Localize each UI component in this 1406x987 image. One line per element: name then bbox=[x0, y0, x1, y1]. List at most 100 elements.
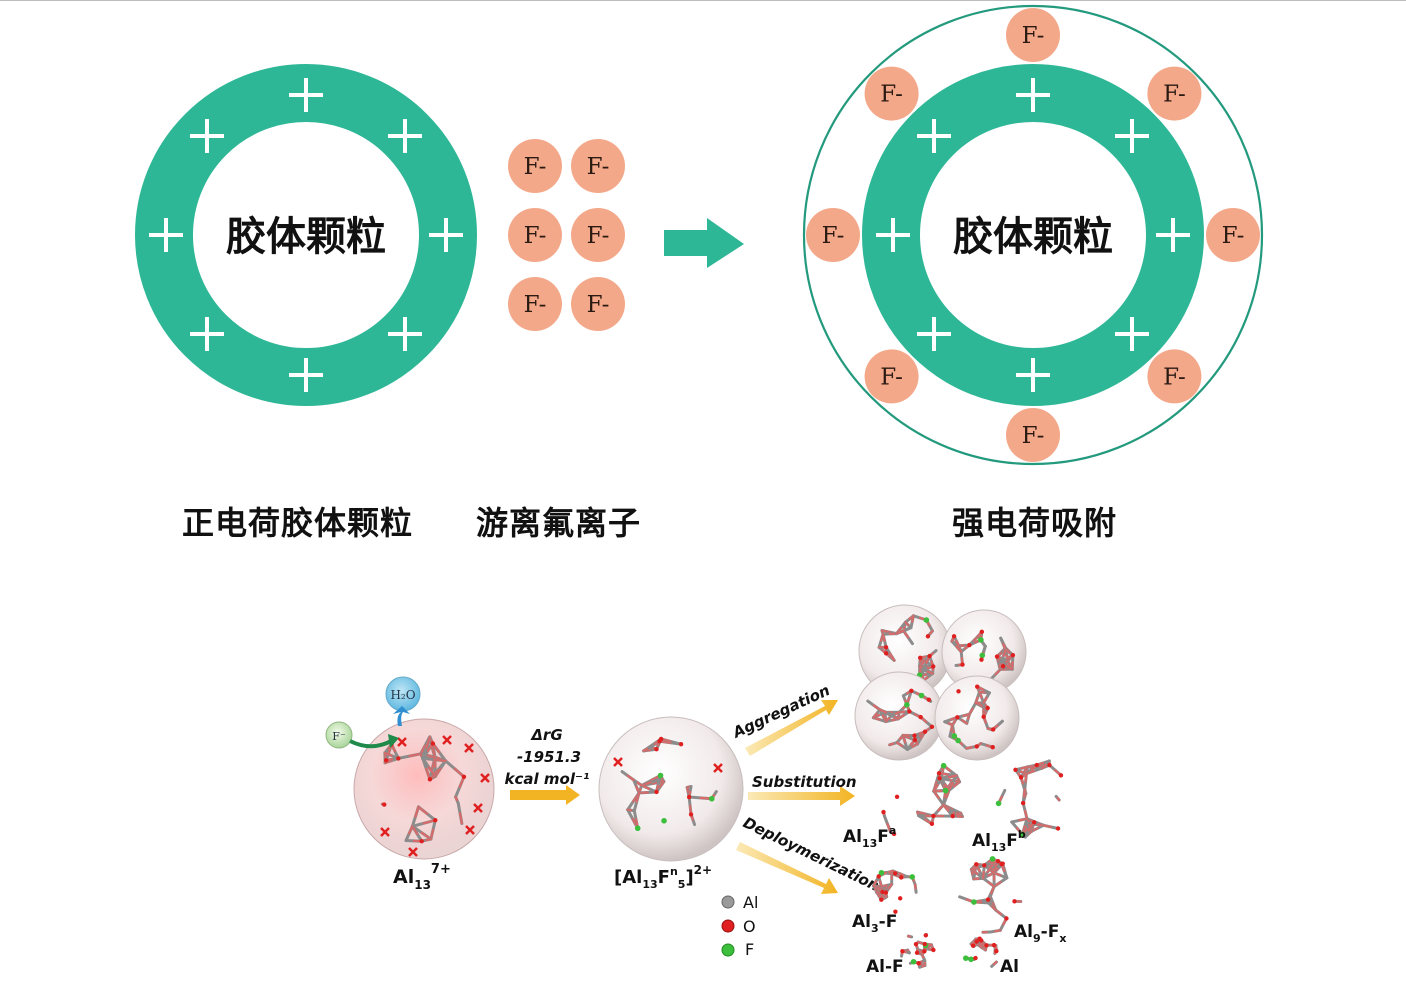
ion-label: F- bbox=[880, 82, 903, 108]
al13fb-label: Al13Fb bbox=[972, 828, 1026, 854]
al13-label: Al137+ bbox=[393, 862, 451, 892]
caption-free-ions: 游离氟离子 bbox=[476, 504, 642, 542]
fluoride-ion: F- bbox=[571, 208, 625, 262]
energy-unit: kcal mol⁻¹ bbox=[505, 770, 590, 788]
complex-label: [Al13Fn5]2+ bbox=[614, 863, 712, 891]
plus-sign bbox=[190, 119, 225, 154]
top-border bbox=[0, 0, 1406, 1]
plus-sign bbox=[387, 316, 422, 351]
fluoride-ion: F- bbox=[1206, 208, 1260, 262]
charge-cross bbox=[473, 803, 483, 813]
plus-sign bbox=[289, 78, 323, 112]
plus-sign bbox=[876, 218, 910, 252]
al-label: Al bbox=[1000, 957, 1019, 977]
charge-cross bbox=[465, 825, 475, 835]
fluoride-ion: F- bbox=[1006, 408, 1060, 462]
plus-sign bbox=[1114, 119, 1149, 154]
aggregation-arrow bbox=[745, 700, 838, 756]
fluoride-ion: F- bbox=[508, 208, 562, 262]
process-arrow bbox=[664, 218, 744, 268]
adsorption-shell bbox=[802, 4, 1264, 466]
particle-label: 胶体颗粒 bbox=[226, 214, 386, 260]
fluoride-ion: F- bbox=[1147, 66, 1202, 121]
stick-model bbox=[620, 736, 718, 832]
cluster-charges bbox=[380, 735, 490, 857]
caption-positive-particle: 正电荷胶体颗粒 bbox=[182, 504, 414, 542]
legend-al: Al bbox=[743, 893, 758, 912]
ion-label: F- bbox=[587, 154, 610, 180]
reaction-arrow bbox=[510, 785, 580, 805]
aggregated-clusters bbox=[854, 604, 1027, 761]
ion-label: F- bbox=[1022, 23, 1045, 49]
fluoride-ion bbox=[325, 721, 353, 749]
aggregated-sphere bbox=[858, 604, 952, 698]
particle-label: 胶体颗粒 bbox=[953, 214, 1113, 260]
al13f5-complex bbox=[598, 716, 744, 862]
fluoride-ion: F- bbox=[864, 66, 919, 121]
ion-label: F- bbox=[524, 154, 547, 180]
fluoride-ion: F- bbox=[864, 349, 919, 404]
legend-al-dot bbox=[721, 895, 735, 909]
product-structures bbox=[872, 759, 1064, 969]
ion-label: F- bbox=[1022, 423, 1045, 449]
plus-sign bbox=[1016, 358, 1050, 392]
substitution-arrow bbox=[748, 786, 855, 806]
water-label: H₂O bbox=[390, 688, 415, 702]
ion-label: F- bbox=[524, 292, 547, 318]
deploymerization-arrow bbox=[736, 842, 838, 894]
aggregated-sphere bbox=[934, 675, 1020, 761]
al3f-label: Al3-F bbox=[852, 912, 897, 935]
plus-sign bbox=[1016, 78, 1050, 112]
complex-sphere bbox=[598, 716, 744, 862]
fluoride-ion: F- bbox=[508, 277, 562, 331]
stick-model bbox=[872, 869, 918, 914]
charge-cross bbox=[480, 773, 490, 783]
stick-model bbox=[380, 735, 467, 844]
adsorbed-colloid-particle: 胶体颗粒 F- F- F- F- F- F- F- F- bbox=[802, 4, 1264, 466]
stick-model bbox=[866, 688, 935, 751]
plus-sign bbox=[1114, 316, 1149, 351]
complex-framework bbox=[620, 736, 718, 832]
caption-adsorption: 强电荷吸附 bbox=[952, 504, 1118, 542]
fluoride-ion: F- bbox=[1006, 8, 1060, 62]
plus-sign bbox=[917, 119, 952, 154]
positive-charges bbox=[876, 78, 1190, 392]
plus-sign bbox=[917, 316, 952, 351]
positive-colloid-particle: 胶体颗粒 bbox=[135, 64, 477, 406]
ion-label: F- bbox=[822, 223, 845, 249]
charge-cross bbox=[713, 763, 723, 773]
charge-cross bbox=[397, 737, 407, 747]
ion-label: F- bbox=[880, 364, 903, 390]
aggregated-sphere bbox=[854, 671, 944, 761]
charge-cross bbox=[613, 757, 623, 767]
fluoride-ion: F- bbox=[1147, 349, 1202, 404]
fluoride-label: F⁻ bbox=[332, 730, 346, 743]
legend-o-dot bbox=[721, 919, 735, 933]
energy-delta-g: ΔrG bbox=[530, 726, 562, 744]
adsorbed-fluoride-ions: F- F- F- F- F- F- F- F- bbox=[806, 8, 1260, 462]
stick-model bbox=[900, 933, 936, 969]
fluoride-ion: F- bbox=[571, 277, 625, 331]
plus-sign bbox=[387, 119, 422, 154]
charge-cross bbox=[408, 847, 418, 857]
water-release-arrow bbox=[393, 706, 410, 726]
plus-sign bbox=[289, 358, 323, 392]
cluster-sphere bbox=[353, 718, 495, 860]
aggregated-sphere bbox=[941, 609, 1027, 695]
al13fa-label: Al13Fa bbox=[843, 824, 896, 850]
fluoride-ion: F- bbox=[806, 208, 860, 262]
fluoride-attach-arrowhead bbox=[388, 734, 399, 748]
plus-sign bbox=[149, 218, 183, 252]
fluoride-ion: F- bbox=[508, 139, 562, 193]
legend-f: F bbox=[745, 940, 754, 959]
stick-model bbox=[958, 856, 1023, 934]
stick-model bbox=[950, 629, 1016, 681]
energy-value: -1951.3 bbox=[517, 748, 581, 766]
alf-label: Al-F bbox=[866, 957, 904, 977]
ion-label: F- bbox=[1163, 82, 1186, 108]
free-fluoride-ions: F-F-F-F-F-F- bbox=[508, 139, 625, 331]
charge-cross bbox=[442, 735, 452, 745]
cluster-framework bbox=[380, 735, 467, 844]
